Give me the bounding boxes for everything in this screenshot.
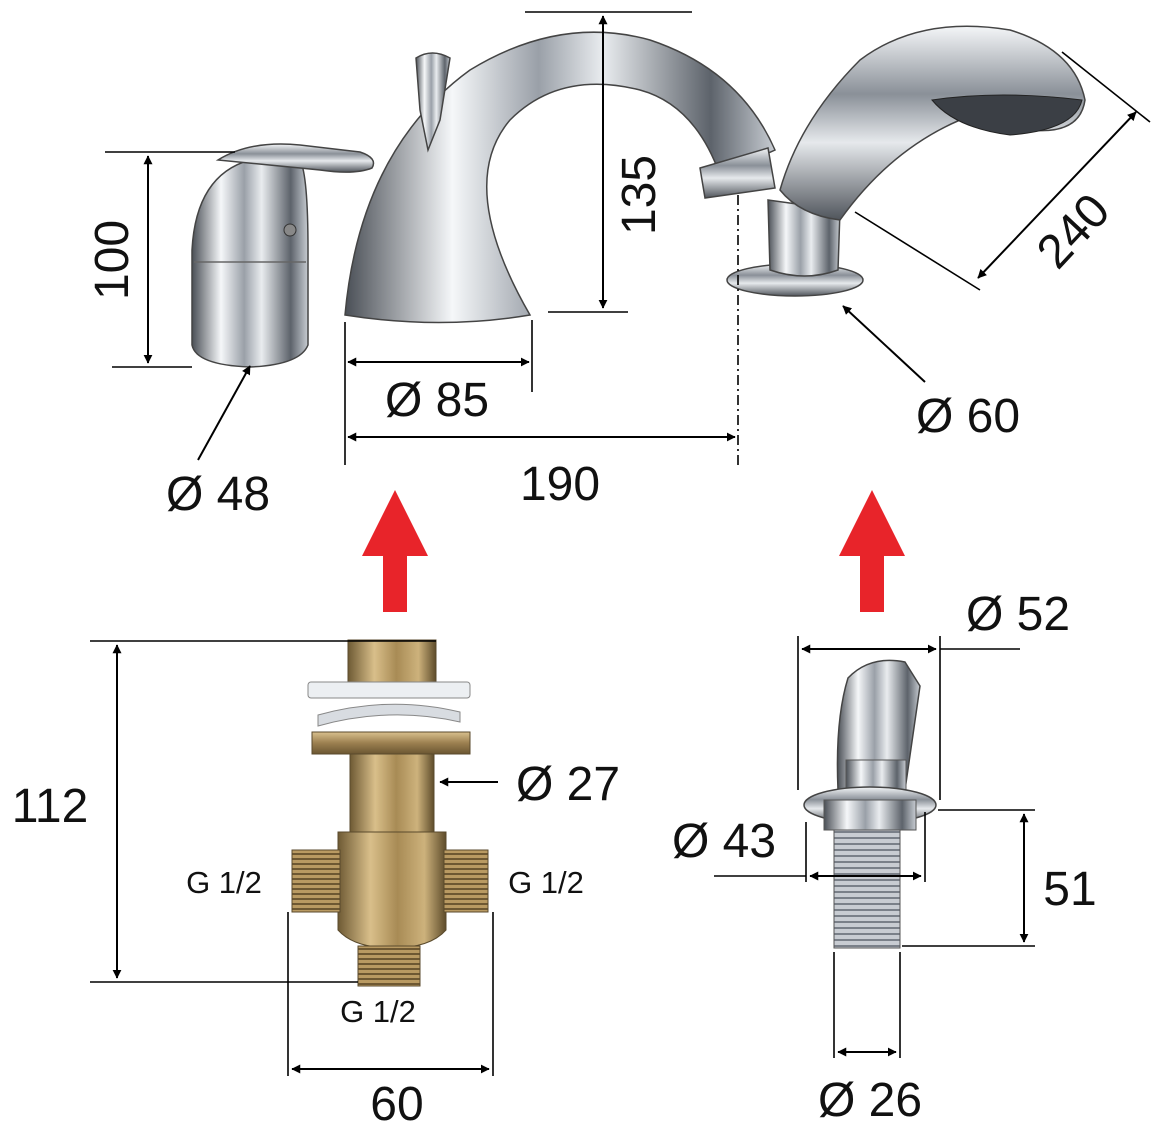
dimension-connector-thread-diameter: Ø 26 (818, 952, 922, 1124)
spout-height-label: 135 (613, 155, 666, 235)
mixing-valve-body-illustration (291, 639, 489, 987)
dimension-valve-height: 112 (12, 640, 436, 983)
dimension-spout-height: 135 (525, 11, 692, 313)
connector-flange-diameter-label: Ø 43 (672, 815, 776, 868)
thread-label-right: G 1/2 (508, 865, 584, 900)
valve-height-label: 112 (12, 780, 89, 833)
dimension-handle-base-diameter: Ø 48 (166, 365, 270, 521)
connector-top-diameter-label: Ø 52 (966, 588, 1070, 641)
dimension-handle-height: 100 (86, 151, 235, 368)
handle-base-diameter-label: Ø 48 (166, 468, 270, 521)
dimension-connector-flange-diameter: Ø 43 (672, 812, 926, 882)
thread-label-bottom: G 1/2 (340, 994, 416, 1029)
shower-connector-illustration (803, 659, 937, 949)
dimension-spout-to-shower: 190 (347, 195, 739, 511)
thread-label-left: G 1/2 (186, 865, 262, 900)
dimension-valve-pipe-diameter: Ø 27 (439, 758, 620, 811)
spout-base-diameter-label: Ø 85 (385, 374, 489, 427)
dimension-shower-base-diameter: Ø 60 (842, 305, 1020, 443)
hand-shower-illustration (726, 25, 1086, 297)
up-arrow-icon (839, 490, 905, 612)
shower-base-diameter-label: Ø 60 (916, 390, 1020, 443)
spout-illustration (344, 31, 776, 324)
connector-thread-length-label: 51 (1043, 863, 1096, 916)
valve-pipe-diameter-label: Ø 27 (516, 758, 620, 811)
up-arrow-icon (362, 490, 428, 612)
dimension-valve-width: 60 (287, 912, 494, 1124)
valve-width-label: 60 (370, 1078, 423, 1124)
handle-height-label: 100 (86, 220, 139, 300)
spout-to-shower-label: 190 (520, 458, 600, 511)
dimension-connector-thread-length: 51 (902, 809, 1097, 947)
dimension-spout-base-diameter: Ø 85 (344, 320, 533, 465)
shower-length-label: 240 (1027, 184, 1120, 279)
lever-handle-illustration (191, 143, 375, 368)
dimension-connector-top-diameter: Ø 52 (797, 588, 1070, 800)
connector-thread-diameter-label: Ø 26 (818, 1074, 922, 1124)
